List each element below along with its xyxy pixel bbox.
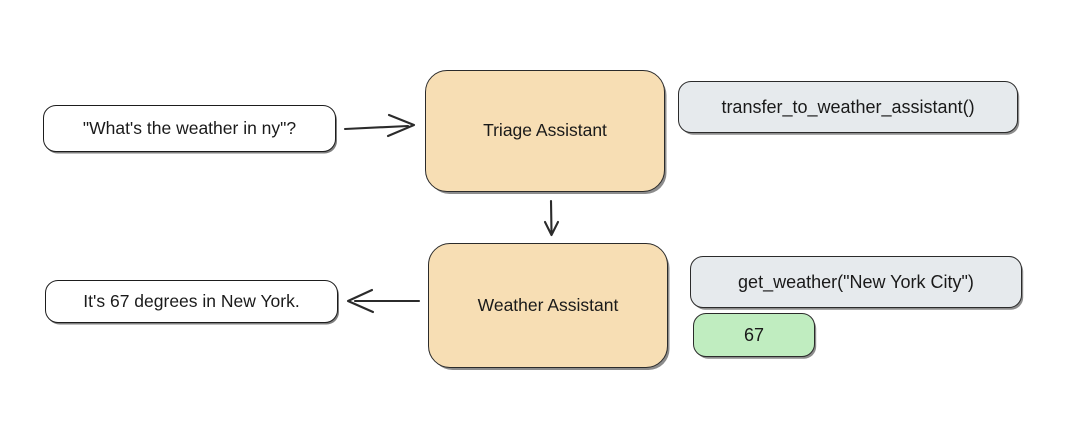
user-question-text: "What's the weather in ny"? — [82, 117, 297, 138]
tool-result-temperature-value: 67 — [743, 324, 765, 345]
tool-call-transfer-to-weather-assistant: transfer_to_weather_assistant() — [678, 81, 1018, 133]
assistant-answer-text: It's 67 degrees in New York. — [83, 290, 300, 311]
arrow-weather-to-answer — [346, 288, 421, 314]
tool-call-transfer-label: transfer_to_weather_assistant() — [721, 96, 975, 117]
agent-label-triage-assistant: Triage Assistant — [483, 120, 607, 141]
arrow-triage-to-weather — [543, 199, 560, 237]
agent-node-weather-assistant: Weather Assistant — [428, 243, 668, 368]
tool-result-temperature: 67 — [693, 313, 815, 357]
arrow-question-to-triage — [343, 113, 416, 138]
agent-label-weather-assistant: Weather Assistant — [477, 294, 619, 315]
tool-call-get-weather-label: get_weather("New York City") — [738, 271, 974, 292]
agent-node-triage-assistant: Triage Assistant — [425, 70, 665, 192]
user-question-bubble: "What's the weather in ny"? — [43, 105, 336, 152]
tool-call-get-weather: get_weather("New York City") — [690, 256, 1022, 308]
assistant-answer-bubble: It's 67 degrees in New York. — [45, 280, 338, 323]
